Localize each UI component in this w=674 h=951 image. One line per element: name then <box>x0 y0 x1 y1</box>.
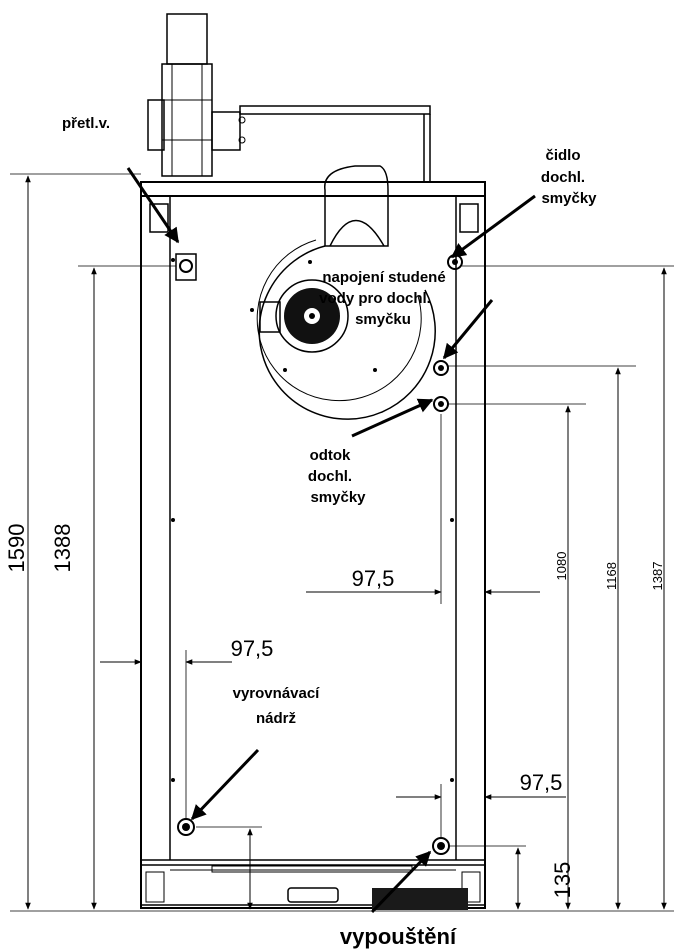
blower-fan <box>250 165 436 420</box>
label-vyrovnavaci-line-1: vyrovnávací <box>233 685 321 702</box>
dim-1387: 1387 <box>650 562 665 591</box>
label-vyrovnavaci-line-2: nádrž <box>256 710 296 727</box>
label-odtok-line-1: odtok <box>310 447 351 464</box>
dim-1388: 1388 <box>50 524 75 573</box>
label-vypousteni: vypouštění <box>340 924 457 949</box>
label-cidlo-line-2: dochl. <box>541 169 585 186</box>
dimension-lines <box>10 173 674 912</box>
label-napojeni-line-2: vody pro dochl. <box>319 290 431 307</box>
dim-97-5-bottom: 97,5 <box>520 770 563 795</box>
label-cidlo-line-1: čidlo <box>545 147 580 164</box>
dim-135: 135 <box>550 862 575 899</box>
label-napojeni-line-1: napojení studené <box>322 269 445 286</box>
label-odtok-line-3: smyčky <box>310 489 366 506</box>
pointer-arrows <box>126 167 536 914</box>
label-pretlakovy-ventil: přetl.v. <box>62 115 110 132</box>
base-plate <box>372 888 468 910</box>
label-napojeni-line-3: smyčku <box>355 311 411 328</box>
dim-1080: 1080 <box>554 552 569 581</box>
connection-points <box>177 254 463 855</box>
flue-assembly <box>147 13 431 182</box>
dim-1168: 1168 <box>604 562 619 590</box>
label-cidlo-line-3: smyčky <box>541 190 597 207</box>
dim-97-5-right: 97,5 <box>352 566 395 591</box>
label-odtok-line-2: dochl. <box>308 468 352 485</box>
dim-97-5-left: 97,5 <box>231 636 274 661</box>
dim-1590: 1590 <box>4 524 29 573</box>
